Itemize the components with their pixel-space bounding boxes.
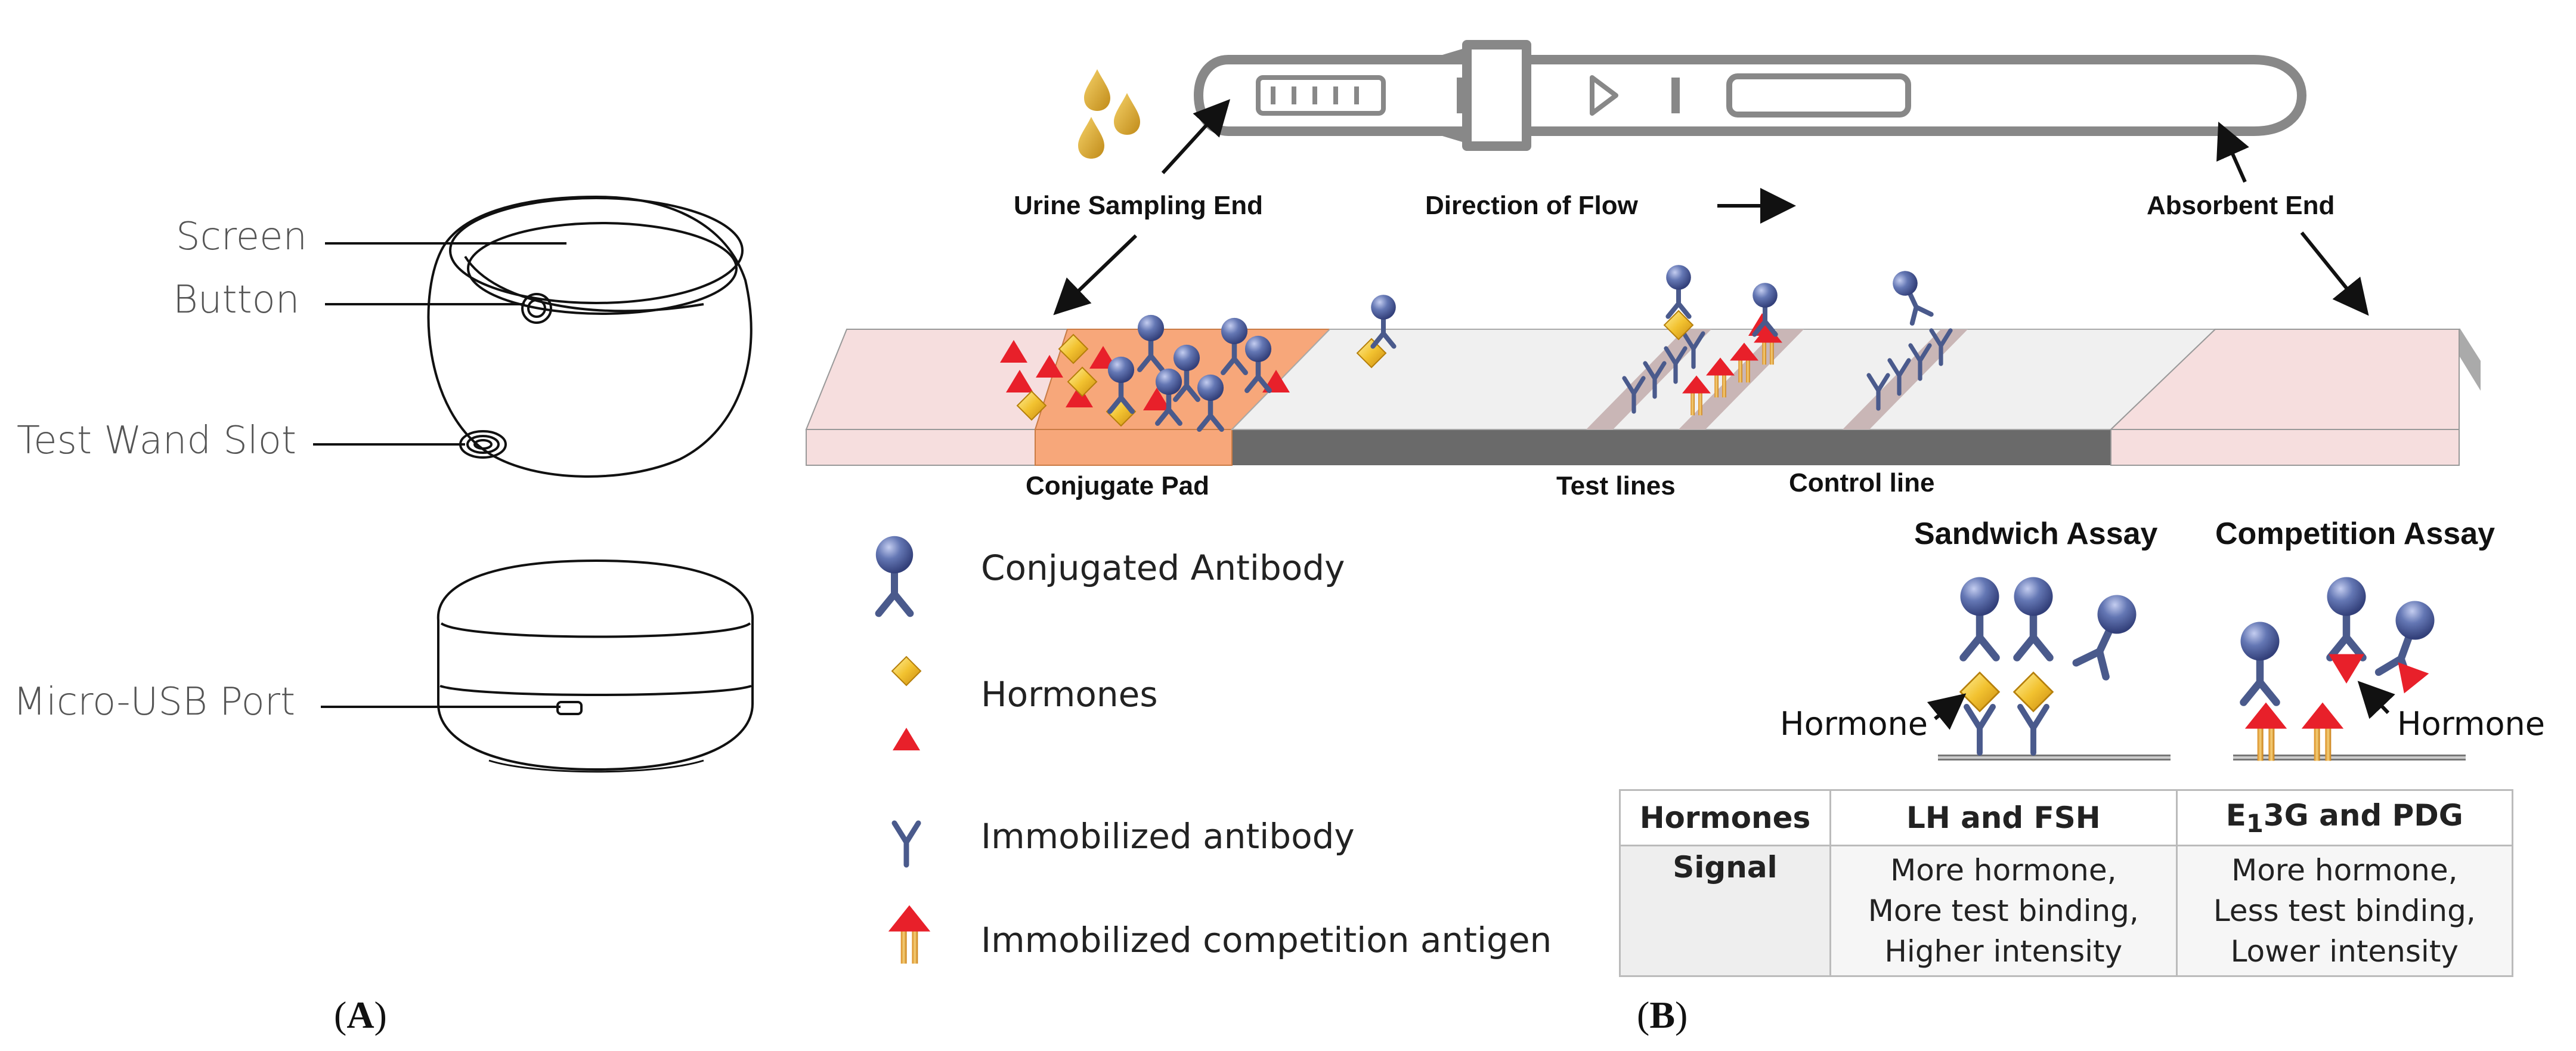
caption-b: (B): [1637, 993, 1688, 1037]
test-lines-label: Test lines: [1556, 471, 1676, 500]
table-cell-competition-signal: More hormone, Less test binding, Lower i…: [2175, 845, 2514, 977]
urine-drops: [1078, 69, 1140, 159]
table-header-e13g-pdg: E13G and PDG: [2175, 789, 2514, 846]
caption-a: (A): [334, 993, 387, 1037]
competition-hormone-label: Hormone: [2397, 705, 2545, 743]
direction-of-flow-label: Direction of Flow: [1425, 191, 1638, 220]
absorbent-pad: [2109, 329, 2460, 430]
sandwich-signal-line-1: More hormone,: [1890, 853, 2117, 888]
competition-signal-line-3: Lower intensity: [2230, 934, 2459, 969]
e13g-subscript: 1: [2246, 808, 2264, 838]
legend-immobilized-antibody: Immobilized antibody: [981, 816, 1355, 857]
legend-immobilized-competition-antigen: Immobilized competition antigen: [981, 920, 1552, 960]
micro-usb-port-label: Micro-USB Port: [13, 680, 296, 724]
absorbent-end-label: Absorbent End: [2147, 191, 2335, 220]
table-header-row: Hormones LH and FSH E13G and PDG: [1619, 789, 2514, 846]
device-button: [521, 293, 552, 324]
urine-sampling-end-label: Urine Sampling End: [1014, 191, 1264, 220]
caption-b-open: (: [1637, 994, 1650, 1036]
table-cell-sandwich-signal: More hormone, More test binding, Higher …: [1829, 845, 2178, 977]
control-line: [1843, 329, 1968, 429]
test-wand: [1194, 40, 2306, 151]
device-base: [436, 559, 754, 771]
table-row: Signal More hormone, More test binding, …: [1619, 845, 2514, 977]
e13g-suffix: 3G and PDG: [2263, 797, 2463, 833]
conjugate-pad-label: Conjugate Pad: [1026, 471, 1210, 500]
table-header-lh-fsh: LH and FSH: [1829, 789, 2178, 846]
competition-signal-line-1: More hormone,: [2231, 853, 2458, 888]
competition-assay-figure: [2233, 577, 2466, 761]
table-header-hormones: Hormones: [1619, 789, 1831, 846]
device-usb-port: [556, 701, 583, 715]
caption-b-close: ): [1675, 994, 1688, 1036]
e13g-prefix: E: [2225, 797, 2246, 833]
test-strip: [805, 328, 2481, 466]
test-wand-slot-label: Test Wand Slot: [17, 419, 296, 463]
competition-signal-line-2: Less test binding,: [2213, 894, 2476, 928]
device-body: [427, 195, 753, 478]
sandwich-assay-title: Sandwich Assay: [1914, 517, 2158, 551]
sandwich-signal-line-2: More test binding,: [1868, 894, 2139, 928]
control-line-label: Control line: [1789, 468, 1935, 497]
legend-icons: [876, 536, 931, 964]
button-label: Button: [173, 278, 300, 322]
screen-label: Screen: [176, 215, 308, 259]
device-screen: [449, 197, 744, 304]
caption-b-letter: B: [1649, 994, 1675, 1036]
device-drawing: [427, 195, 754, 773]
flow-arrows: [1053, 99, 2369, 316]
competition-assay-title: Competition Assay: [2215, 517, 2496, 551]
device-leader-lines: [313, 242, 566, 708]
caption-a-close: ): [374, 994, 387, 1036]
table-row-signal-label: Signal: [1619, 845, 1831, 977]
sandwich-hormone-label: Hormone: [1780, 705, 1928, 743]
caption-a-open: (: [334, 994, 347, 1036]
assay-summary-table: Hormones LH and FSH E13G and PDG Signal …: [1619, 789, 2514, 977]
sandwich-signal-line-3: Higher intensity: [1884, 934, 2123, 969]
legend-hormones: Hormones: [981, 674, 1158, 715]
sandwich-assay-figure: [1927, 577, 2171, 761]
caption-a-letter: A: [346, 994, 374, 1036]
legend-conjugated-antibody: Conjugated Antibody: [981, 548, 1345, 588]
